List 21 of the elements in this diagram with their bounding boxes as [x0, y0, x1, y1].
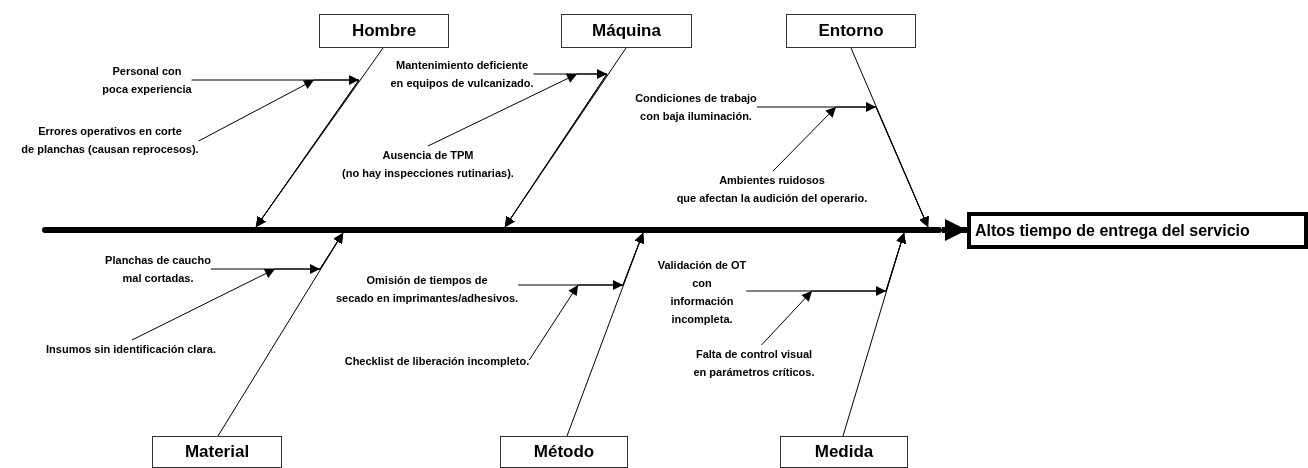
- cause-text: Condiciones de trabajo con baja iluminación.: [635, 89, 757, 125]
- cause-text: Falta de control visual en parámetros críticos.: [693, 345, 815, 381]
- cause-text: Errores operativos en corte de planchas (causan reprocesos).: [21, 122, 199, 158]
- cause-text: Validación de OT con información incompleta.: [657, 256, 747, 328]
- category-box: Entorno: [786, 14, 916, 48]
- spine-arrow: [942, 219, 967, 241]
- cause-text: Insumos sin identificación clara.: [46, 340, 216, 358]
- category-box: Método: [500, 436, 628, 468]
- category-box: Máquina: [561, 14, 692, 48]
- spine-bar: [42, 227, 942, 233]
- cause-text: Planchas de caucho mal cortadas.: [105, 251, 211, 287]
- cause-text: Omisión de tiempos de secado en imprimantes/adhesivos.: [335, 271, 519, 307]
- category-box: Medida: [780, 436, 908, 468]
- category-box: Material: [152, 436, 282, 468]
- cause-text: Ausencia de TPM (no hay inspecciones rutinarias).: [342, 146, 514, 182]
- cause-text: Mantenimiento deficiente en equipos de vulcanizado.: [390, 56, 534, 92]
- effect-box: Altos tiempo de entrega del servicio: [967, 212, 1308, 249]
- cause-text: Ambientes ruidosos que afectan la audición del operario.: [676, 171, 868, 207]
- cause-text: Personal con poca experiencia: [102, 62, 192, 98]
- category-box: Hombre: [319, 14, 449, 48]
- cause-text: Checklist de liberación incompleto.: [344, 352, 530, 370]
